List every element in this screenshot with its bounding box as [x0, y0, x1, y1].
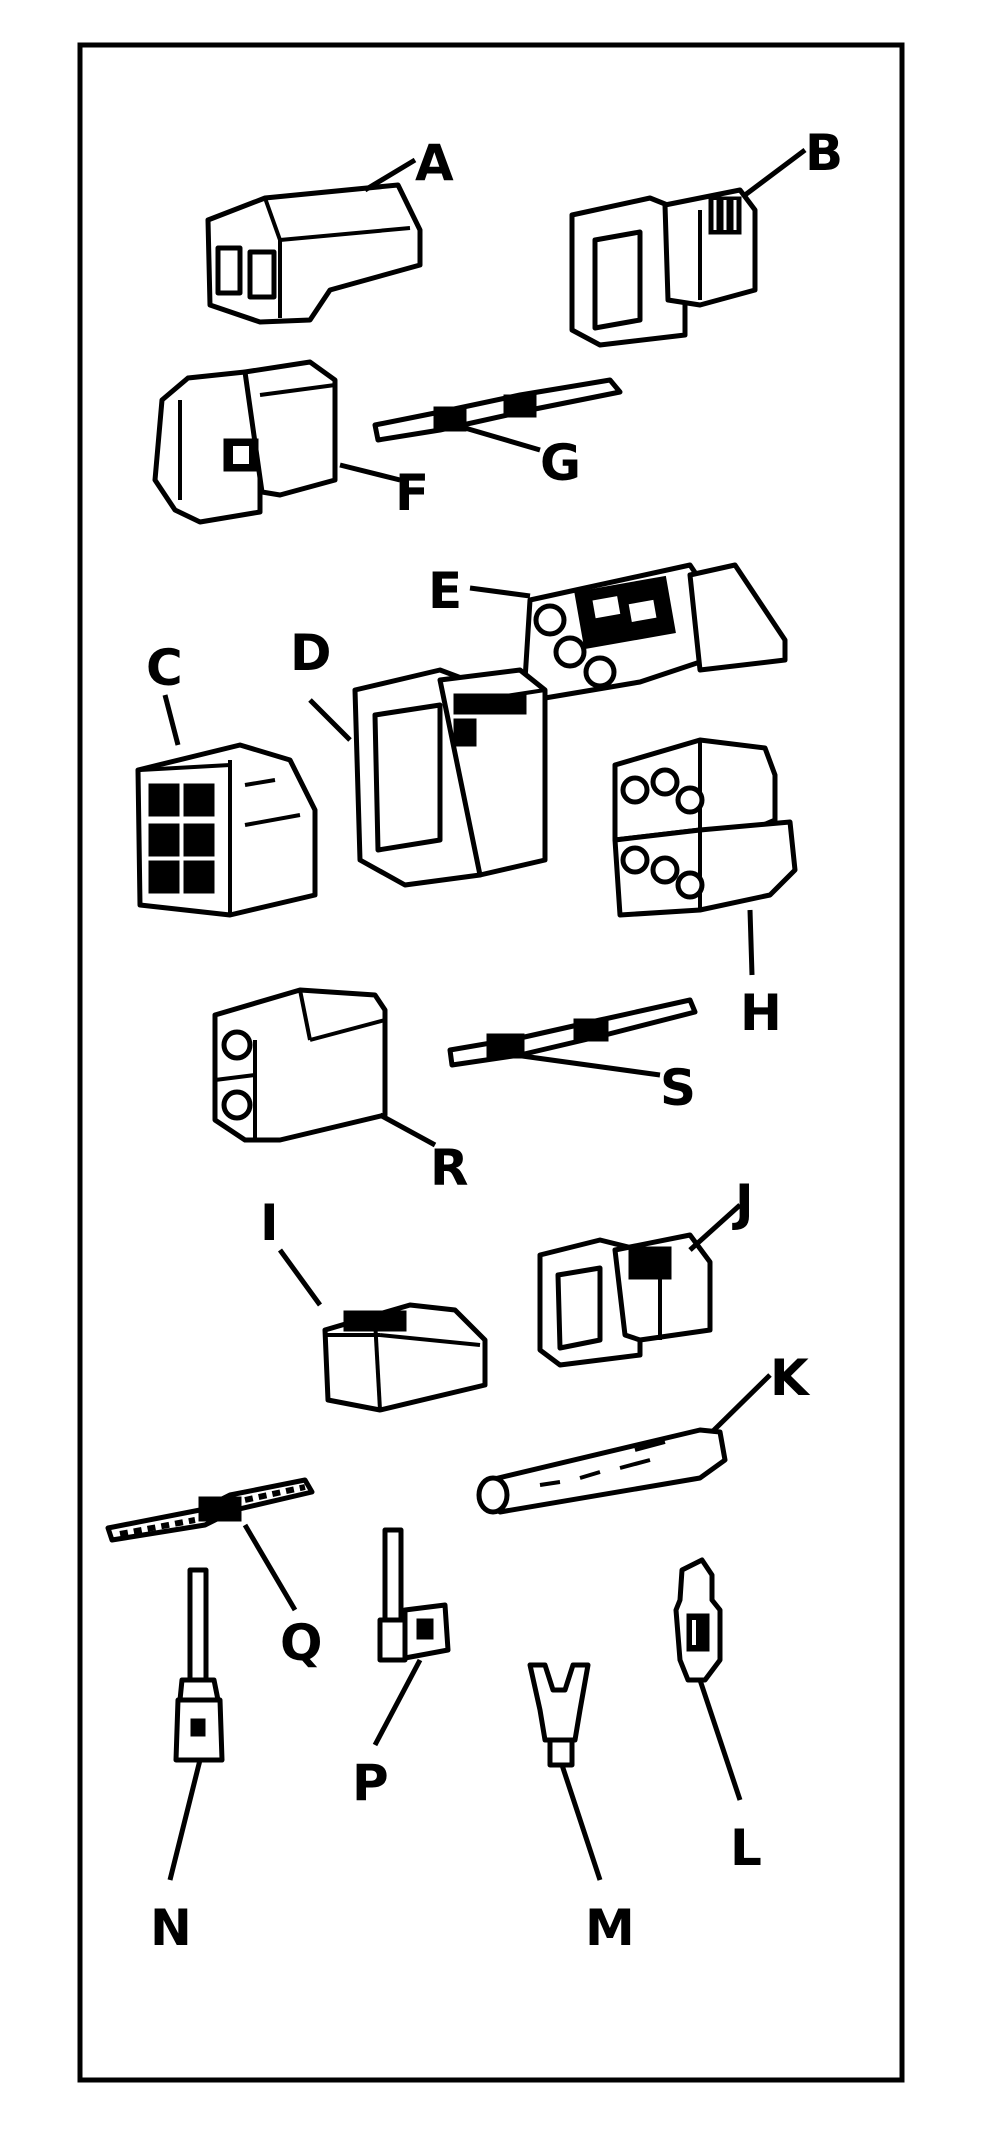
part-d-connector: [352, 667, 548, 888]
label-i: I: [260, 1194, 279, 1252]
part-l-terminal: [673, 1557, 723, 1683]
leader-i: [277, 1248, 323, 1307]
leader-p: [372, 1658, 423, 1747]
label-m: M: [585, 1899, 635, 1957]
label-c: C: [146, 639, 183, 697]
part-i-connector: [322, 1302, 488, 1413]
leader-n: [167, 1759, 203, 1881]
part-g-terminal: [372, 377, 623, 443]
label-s: S: [660, 1059, 696, 1117]
label-b: B: [805, 124, 843, 182]
part-h-connector: [612, 737, 798, 918]
leader-c: [162, 694, 181, 746]
label-e: E: [428, 562, 462, 620]
leader-b: [743, 148, 807, 197]
leader-s: [514, 1052, 661, 1078]
leader-g: [464, 425, 541, 453]
part-q-terminal: [105, 1477, 315, 1543]
leader-k: [710, 1373, 772, 1434]
label-f: F: [395, 464, 429, 522]
part-m-terminal: [527, 1662, 591, 1768]
label-g: G: [540, 434, 581, 492]
leader-a: [363, 157, 417, 193]
part-b-connector: [569, 187, 758, 348]
diagram-frame: [77, 42, 905, 2083]
label-p: P: [352, 1754, 389, 1812]
leader-e: [469, 585, 531, 599]
label-h: H: [740, 984, 782, 1042]
part-c-connector: [135, 742, 318, 918]
leader-q: [242, 1523, 298, 1612]
label-a: A: [415, 134, 454, 192]
leader-j: [688, 1203, 742, 1252]
part-f-connector: [152, 359, 338, 525]
part-n-terminal: [173, 1567, 225, 1763]
leader-f: [339, 462, 401, 483]
part-e-connector: [522, 562, 788, 701]
label-n: N: [150, 1899, 192, 1957]
part-p-terminal: [377, 1527, 451, 1663]
part-j-connector: [537, 1232, 713, 1368]
label-q: Q: [280, 1614, 323, 1672]
leader-d: [308, 698, 352, 742]
leader-l: [697, 1679, 743, 1801]
label-k: K: [770, 1349, 811, 1407]
leader-r: [378, 1112, 437, 1148]
label-j: J: [732, 1174, 754, 1232]
leader-h: [747, 909, 755, 976]
label-r: R: [430, 1139, 469, 1197]
part-k-sleeve: [476, 1427, 728, 1515]
label-d: D: [290, 624, 332, 682]
label-l: L: [730, 1819, 762, 1877]
leader-m: [559, 1764, 603, 1881]
part-s-terminal: [447, 997, 698, 1068]
part-r-connector: [212, 987, 388, 1143]
part-a-connector: [205, 182, 423, 325]
